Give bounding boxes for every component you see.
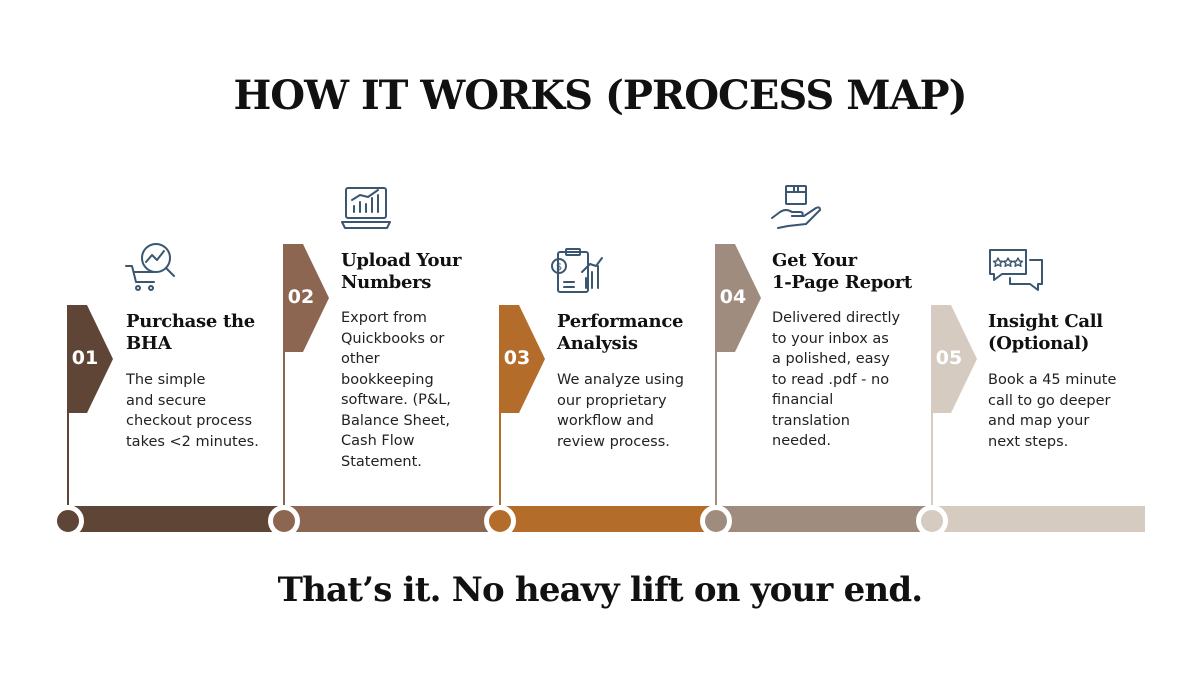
step-3-heading-line2: Analysis [557, 333, 638, 354]
step-3-desc-line: We analyze using [557, 372, 684, 388]
step-3-description: We analyze using our proprietary workflo… [557, 370, 707, 452]
step-4-heading-line2: 1-Page Report [772, 272, 912, 293]
step-2-heading: Upload Your Numbers [341, 250, 491, 294]
step-4-heading: Get Your 1-Page Report [772, 250, 922, 294]
step-2-desc-line: Cash Flow [341, 433, 415, 449]
magnifier-chart-cart-icon [124, 240, 176, 291]
step-4-heading-line1: Get Your [772, 250, 857, 271]
step-5-desc-line: Book a 45 minute [988, 372, 1117, 388]
step-1-flag: 01 [67, 305, 113, 413]
step-3-desc-line: our proprietary [557, 392, 667, 409]
step-1-number: 01 [71, 347, 99, 369]
step-1-heading: Purchase the BHA [126, 311, 276, 355]
timeline-segment-1 [68, 506, 284, 532]
step-5-desc-line: next steps. [988, 433, 1069, 450]
step-1-description: The simple and secure checkout process t… [126, 370, 276, 452]
step-2-dot [268, 505, 300, 537]
step-3-number: 03 [503, 347, 531, 369]
step-5-heading: Insight Call (Optional) [988, 311, 1138, 355]
step-4-desc-line: translation [772, 412, 850, 429]
step-3-heading: Performance Analysis [557, 311, 707, 355]
step-5-description: Book a 45 minute call to go deeper and m… [988, 370, 1138, 452]
step-2-desc-line: Export from [341, 310, 427, 326]
timeline-segment-3 [500, 506, 716, 532]
step-3-desc-line: review process. [557, 433, 670, 450]
svg-text:$: $ [556, 262, 562, 273]
step-1-desc-line: The simple [126, 372, 206, 388]
step-5-dot [916, 505, 948, 537]
step-4-desc-line: to your inbox as [772, 330, 889, 347]
page-title: HOW IT WORKS (PROCESS MAP) [233, 72, 967, 119]
step-1-desc-line: checkout process [126, 413, 253, 429]
step-3-flag: 03 [499, 305, 545, 413]
step-4-flag: 04 [715, 244, 761, 352]
step-1-desc-line: and secure [126, 392, 207, 409]
step-5-heading-line2: (Optional) [988, 333, 1090, 354]
step-1-desc-line: takes <2 minutes. [126, 433, 259, 450]
step-4-desc-line: financial [772, 392, 834, 408]
tagline: That’s it. No heavy lift on your end. [277, 570, 924, 610]
step-2-desc-line: software. (P&L, [341, 392, 451, 408]
step-2-heading-line1: Upload Your [341, 250, 462, 271]
step-4-description: Delivered directly to your inbox as a po… [772, 308, 922, 452]
hand-package-icon [770, 182, 822, 230]
timeline-segment-5 [932, 506, 1145, 532]
step-1-heading-line2: BHA [126, 333, 172, 354]
step-2-number: 02 [287, 286, 315, 308]
step-2-desc-line: Quickbooks or [341, 330, 445, 347]
step-5-desc-line: and map your [988, 413, 1090, 429]
step-2-description: Export from Quickbooks or other bookkeep… [341, 308, 491, 472]
step-4-dot [700, 505, 732, 537]
step-4-desc-line: Delivered directly [772, 310, 901, 326]
step-1-dot [52, 505, 84, 537]
step-2-heading-line2: Numbers [341, 272, 432, 293]
chat-rating-icon [986, 246, 1043, 294]
step-4-number: 04 [719, 286, 747, 308]
clipboard-chart-icon: $ [550, 246, 603, 294]
step-3-heading-line1: Performance [557, 311, 684, 332]
step-1-heading-line1: Purchase the [126, 311, 255, 332]
timeline-segment-4 [716, 506, 932, 532]
step-5-number: 05 [935, 347, 963, 369]
step-4-desc-line: needed. [772, 433, 831, 449]
step-2-desc-line: Statement. [341, 453, 422, 470]
step-3-dot [484, 505, 516, 537]
step-3-desc-line: workflow and [557, 413, 654, 429]
step-4-desc-line: a polished, easy [772, 351, 890, 367]
timeline-segment-2 [284, 506, 500, 532]
step-2-stem [283, 244, 285, 506]
step-4-stem [715, 244, 717, 506]
step-5-flag: 05 [931, 305, 977, 413]
laptop-chart-icon [340, 182, 392, 230]
step-4-desc-line: to read .pdf - no [772, 371, 890, 388]
step-5-heading-line1: Insight Call [988, 311, 1103, 332]
step-2-flag: 02 [283, 244, 329, 352]
step-2-desc-line: other [341, 351, 380, 367]
step-2-desc-line: bookkeeping [341, 371, 434, 388]
step-2-desc-line: Balance Sheet, [341, 412, 450, 429]
step-5-desc-line: call to go deeper [988, 392, 1111, 409]
